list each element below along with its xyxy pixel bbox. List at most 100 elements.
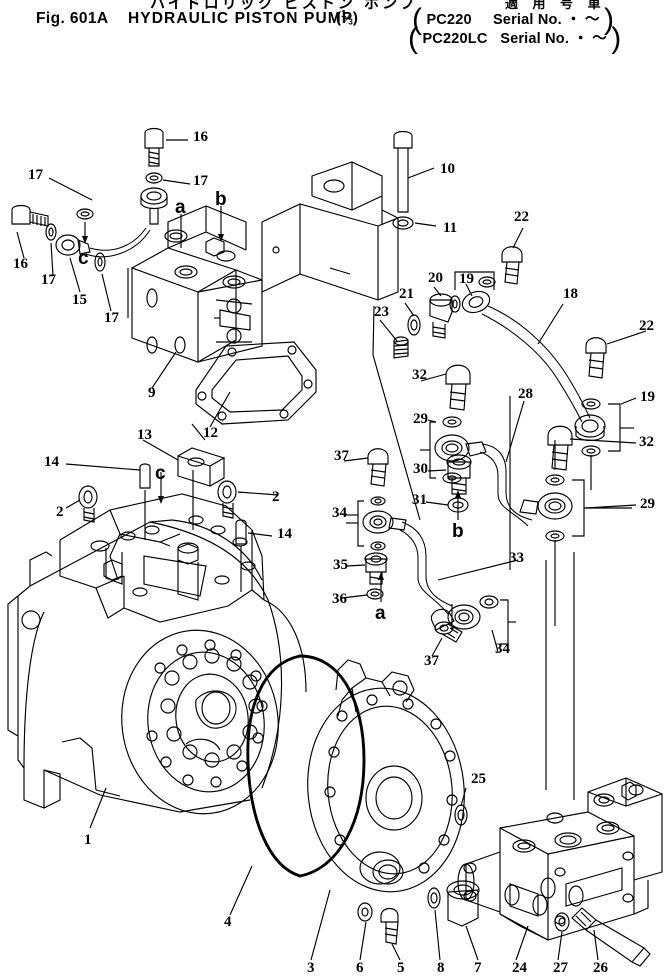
callout-7: 7 (474, 960, 482, 976)
serial-model-2: PC220LC (422, 31, 488, 47)
callout-6: 6 (356, 960, 364, 976)
o-ring-part-4 (246, 654, 366, 878)
callout-17d: 17 (104, 310, 119, 326)
callout-34b: 34 (495, 641, 510, 657)
bolt-part-16-top (144, 127, 164, 167)
eyebolt-part-2-right (217, 480, 237, 519)
marker-c-upper: c (78, 248, 89, 269)
serial-range-1: ・ ～ (566, 12, 600, 28)
tube-part-33 (399, 521, 453, 615)
callout-17b: 17 (28, 167, 43, 183)
callout-30: 30 (413, 461, 428, 477)
bolt-part-5 (380, 907, 399, 945)
gasket-part-12 (195, 341, 317, 425)
washer-part-17-a (45, 223, 57, 241)
callout-14a: 14 (44, 454, 59, 470)
callout-20: 20 (428, 270, 443, 286)
serial-label-1: Serial No. (492, 12, 562, 28)
oring-part-25 (454, 804, 468, 826)
callout-5: 5 (397, 960, 405, 976)
scale-close-paren: ) (352, 9, 358, 27)
marker-c-mid: c (155, 463, 166, 484)
oring-part-36 (366, 588, 384, 600)
callout-15: 15 (72, 292, 87, 308)
callout-31: 31 (412, 492, 427, 508)
washer-part-27 (554, 912, 570, 932)
scale-open-paren: ( (336, 9, 341, 27)
marker-b-lower: b (452, 521, 464, 542)
callout-21: 21 (399, 286, 414, 302)
scale-fraction: 1⁄3 (341, 9, 353, 27)
washer-part-17-b (145, 172, 163, 184)
callout-27: 27 (553, 960, 568, 976)
pump-housing-part-1 (7, 519, 283, 813)
pump-body-upper (261, 161, 399, 301)
dowel-pin-part-14-right (235, 519, 247, 545)
tube-part-28 (479, 443, 533, 527)
marker-a-upper: a (175, 197, 186, 218)
callout-2b: 2 (272, 489, 280, 505)
callout-18: 18 (563, 286, 578, 302)
callout-10: 10 (440, 161, 455, 177)
banjo-part-34-upper (346, 496, 407, 551)
serial-row-pc220lc: ( PC220LC Serial No. ・ ～ ) (408, 24, 621, 54)
applicability-kanji: 適 用 号 車 (505, 0, 606, 12)
callout-36: 36 (332, 591, 347, 607)
block-part-13 (177, 447, 226, 487)
serial-open-paren-2: ( (408, 22, 419, 55)
callout-8: 8 (437, 960, 445, 976)
plug-part-23 (393, 336, 409, 359)
callout-34a: 34 (332, 505, 347, 521)
oring-part-8 (427, 887, 441, 909)
callout-2a: 2 (56, 504, 64, 520)
bolt-part-10 (393, 130, 413, 213)
callout-1: 1 (84, 832, 92, 848)
hose-part-18 (461, 290, 606, 442)
pump-rear-body (121, 519, 279, 815)
serial-label-2: Serial No. (500, 31, 570, 47)
callout-4: 4 (224, 914, 232, 930)
serial-close-paren-1: ) (603, 3, 615, 36)
dowel-pin-part-14-left (139, 463, 151, 489)
eyebolt-part-2-left (78, 485, 98, 523)
bolt-part-32-left (445, 364, 471, 411)
callout-29a: 29 (413, 411, 428, 427)
callout-35: 35 (333, 557, 348, 573)
callout-24: 24 (512, 960, 527, 976)
callout-29b: 29 (640, 496, 655, 512)
callout-32b: 32 (639, 434, 654, 450)
callout-11: 11 (443, 220, 458, 236)
regulator-block-part-9 (127, 205, 263, 363)
washer-part-11 (392, 216, 414, 230)
serial-close-paren-2: ) (611, 22, 622, 55)
bolt-part-37-left (367, 448, 389, 487)
marker-b-upper: b (215, 189, 227, 210)
callout-19a: 19 (459, 271, 474, 287)
callout-12: 12 (203, 425, 218, 441)
bolt-part-37-lower (430, 608, 463, 643)
bolt-part-32-right (547, 425, 573, 471)
washer-part-19-lower (581, 398, 634, 457)
leader-lines (16, 139, 647, 961)
callout-13: 13 (137, 427, 152, 443)
scale-notation: (1⁄3) (336, 9, 358, 26)
callout-19b: 19 (640, 389, 655, 405)
washer-part-17-d (94, 252, 106, 272)
callout-23: 23 (374, 304, 389, 320)
callout-33: 33 (509, 550, 524, 566)
callout-22a: 22 (514, 209, 529, 225)
figure-number: Fig. 601A (36, 10, 109, 27)
callout-3: 3 (307, 960, 315, 976)
tube-assembly-upper-left (85, 227, 151, 258)
washer-part-17-c (76, 208, 94, 220)
banjo-fitting-top (140, 187, 168, 225)
valve-block-part-24 (457, 777, 663, 941)
marker-a-lower: a (375, 603, 386, 624)
japanese-title: ハイドロリック ピストン ポンプ (150, 0, 418, 12)
rear-flange-detail (251, 589, 307, 693)
callout-37b: 37 (424, 653, 439, 669)
sheet-header: ハイドロリック ピストン ポンプ Fig. 601A HYDRAULIC PIS… (0, 0, 665, 54)
valve-plate-housing (59, 493, 265, 623)
front-cover-part-3 (307, 659, 465, 893)
